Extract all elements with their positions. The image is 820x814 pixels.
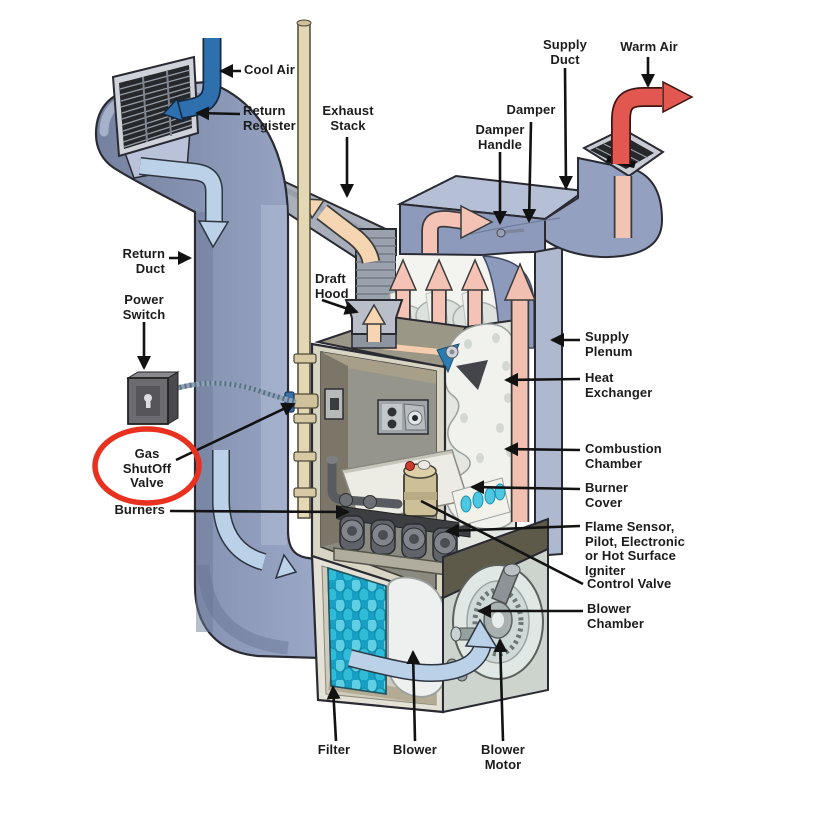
return-duct-assembly (94, 38, 322, 660)
heat-exchanger-leader (504, 372, 581, 387)
gas-shutoff-highlight-ellipse (92, 426, 202, 506)
return-register-leader (195, 106, 241, 121)
supply-duct-leader (558, 67, 573, 190)
label-burner-cover: Burner Cover (585, 480, 629, 510)
power-outlet-box (324, 388, 344, 420)
return-air-flow-arrow-2 (212, 450, 298, 580)
damper-leader (522, 121, 537, 223)
callout-leaders (92, 57, 656, 742)
label-control-valve: Control Valve (587, 576, 672, 591)
label-return-duct: Return Duct (122, 246, 165, 276)
label-combustion-chamber: Combustion Chamber (585, 441, 662, 471)
return-air-flow-arrow-3 (347, 618, 499, 683)
label-flame-sensor: Flame Sensor, Pilot, Electronic or Hot S… (585, 519, 685, 578)
draft-hood-flow-arrow (361, 303, 387, 342)
label-heat-exchanger: Heat Exchanger (585, 370, 653, 400)
control-valve-leader (420, 499, 584, 586)
label-draft-hood: Draft Hood (315, 271, 349, 301)
supply-air-duct-arrow (421, 204, 494, 253)
burners-leader (169, 504, 350, 519)
label-damper: Damper (506, 102, 556, 117)
plenum-up-arrow-tall (503, 262, 537, 522)
label-blower-motor: Blower Motor (481, 742, 525, 772)
label-damper-handle: Damper Handle (475, 122, 525, 152)
label-burners: Burners (114, 502, 165, 517)
warm-air-out-arrow (611, 80, 694, 164)
combustion-chamber-leader (504, 442, 581, 457)
flame-sensor-leader (445, 523, 581, 538)
return-air-flow-arrow-1 (139, 157, 230, 249)
draft-hood-leader (321, 298, 359, 315)
burner-cover-leader (470, 480, 581, 495)
label-power-switch: Power Switch (122, 292, 166, 322)
label-exhaust-stack: Exhaust Stack (322, 103, 374, 133)
label-cool-air: Cool Air (244, 62, 295, 77)
label-blower: Blower (393, 742, 437, 757)
burner-flames (451, 477, 511, 527)
label-warm-air: Warm Air (620, 39, 678, 54)
filter-leader (326, 685, 341, 742)
blower-leader (406, 650, 421, 742)
ignition-module (377, 399, 429, 435)
label-blower-chamber: Blower Chamber (587, 601, 645, 631)
draft-hood-part (344, 299, 404, 349)
power-switch-assembly (126, 371, 297, 425)
label-gas-shutoff-valve: Gas ShutOff Valve (122, 446, 172, 491)
cool-air-flow-arrow (161, 38, 222, 123)
return-register-grille (111, 55, 200, 158)
filter-part (327, 566, 387, 695)
blower-motor-leader (493, 638, 508, 742)
label-supply-duct: Supply Duct (543, 37, 587, 67)
label-return-register: Return Register (243, 103, 296, 133)
damper-handle-part (496, 228, 525, 238)
label-supply-plenum: Supply Plenum (585, 329, 633, 359)
label-filter: Filter (317, 742, 351, 757)
